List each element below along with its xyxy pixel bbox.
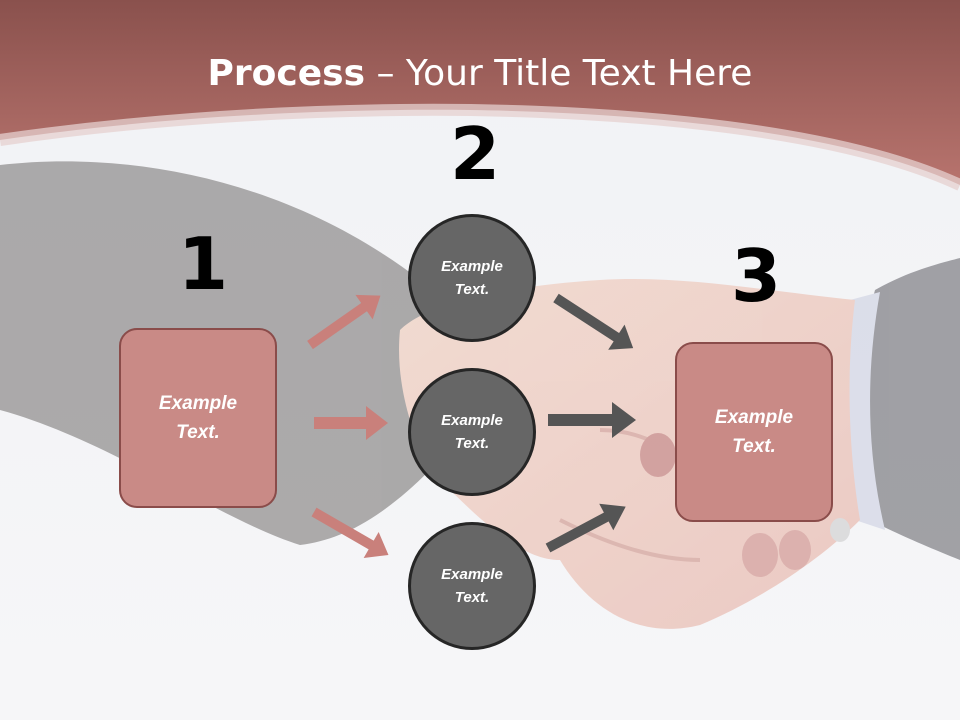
step-3-text: Example Text. <box>714 407 794 457</box>
arrow-to-top-circle <box>307 294 381 350</box>
step-number-2: 2 <box>450 112 501 196</box>
arrow-to-middle-circle <box>314 406 388 440</box>
step-3-box: Example Text. <box>675 342 833 522</box>
gray-arrows <box>545 293 636 553</box>
arrow-to-bottom-circle <box>311 507 389 558</box>
step-number-3: 3 <box>731 234 782 318</box>
circle-bottom-text: Example Text. <box>441 566 503 606</box>
circle-middle-text: Example Text. <box>441 412 503 452</box>
step-2-circle-middle: Example Text. <box>408 368 536 496</box>
arrow-from-middle-circle <box>548 402 636 438</box>
arrow-from-top-circle <box>553 293 634 350</box>
step-2-circle-top: Example Text. <box>408 214 536 342</box>
step-1-box: Example Text. <box>119 328 277 508</box>
circle-top-text: Example Text. <box>441 258 503 298</box>
title-rest: – Your Title Text Here <box>365 53 753 94</box>
step-2-circle-bottom: Example Text. <box>408 522 536 650</box>
step-1-text: Example Text. <box>158 393 238 443</box>
arrow-from-bottom-circle <box>545 503 626 553</box>
pink-arrows <box>307 294 389 558</box>
title-bold: Process <box>207 53 366 94</box>
slide-title: Process – Your Title Text Here <box>0 52 960 96</box>
step-number-1: 1 <box>178 222 229 306</box>
